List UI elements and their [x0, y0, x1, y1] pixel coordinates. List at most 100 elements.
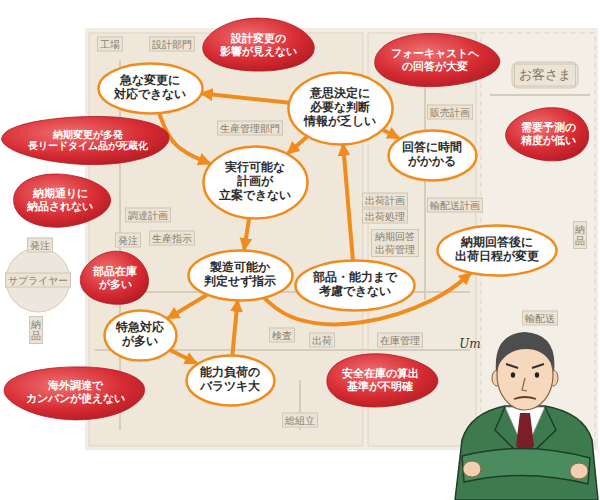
text-wrap: 納期回答後に 出荷日程が変更 — [454, 236, 540, 264]
flow-panel — [85, 28, 598, 450]
problem-callout: 設計変更の 影響が見えない — [202, 18, 315, 73]
cause-arrow — [202, 94, 287, 103]
problem-callout: 納期変更が多発 長リードタイム品が死蔵化 — [3, 115, 172, 165]
node-text: 部品在庫 が多い — [92, 265, 138, 290]
oval-outline — [296, 260, 415, 310]
process-label: 出荷 — [309, 333, 335, 348]
hair — [496, 332, 555, 372]
process-label: 調達計画 — [125, 208, 171, 223]
text-wrap: 能力負荷の バラツキ大 — [199, 366, 261, 394]
process-label: 在庫管理 — [377, 333, 423, 348]
text-wrap: 需要予測の 精度が低い — [520, 121, 577, 146]
blob-fill — [4, 366, 144, 419]
worried-man — [455, 332, 598, 500]
eye — [535, 372, 539, 378]
issue-oval: 特急対応 が多い — [103, 309, 178, 362]
issue-oval: 製造可能か 判定せず指示 — [187, 249, 294, 302]
process-label: 発注 — [115, 233, 141, 248]
problem-callout: 部品在庫 が多い — [80, 251, 150, 306]
node-text: 急な変更に 対応できない — [113, 74, 187, 102]
text-wrap: 海外調達で カンバンが使えない — [25, 379, 126, 404]
process-label: 販売計画 — [427, 105, 473, 120]
problem-callout: 需要予測の 精度が低い — [506, 107, 591, 162]
text-wrap: 納期通りに 納品されない — [26, 187, 94, 212]
oval-outline — [98, 63, 202, 113]
process-label: 発注 — [27, 238, 53, 253]
issue-oval: 能力負荷の バラツキ大 — [185, 354, 276, 407]
text-wrap: 急な変更に 対応できない — [113, 74, 187, 102]
problem-callout: 納期通りに 納品されない — [11, 173, 110, 228]
text-wrap: 部品在庫 が多い — [92, 265, 138, 290]
issue-oval: 納期回答後に 出荷日程が変更 — [436, 224, 558, 277]
oval-outline — [186, 355, 274, 405]
node-text: 設計変更の 影響が見えない — [219, 32, 298, 57]
nose — [522, 378, 527, 391]
supplier-circle — [6, 248, 70, 312]
oval-outline — [188, 250, 292, 300]
cause-arrow — [244, 219, 249, 248]
process-label: 工場 — [97, 37, 123, 52]
eyebrows — [506, 364, 544, 368]
text-wrap: 実行可能な 計画が 立案できない — [218, 161, 292, 202]
process-label: お客さま — [514, 64, 576, 87]
hand — [463, 461, 481, 477]
issue-oval: 回答に時間 がかかる — [387, 129, 478, 182]
process-label: 出荷計画 — [362, 193, 408, 208]
issue-oval: 部品・能力まで 考慮できない — [294, 259, 416, 312]
node-text: 部品・能力まで 考慮できない — [312, 271, 398, 299]
node-text: 意思決定に 必要な判断 情報が乏しい — [303, 87, 377, 128]
blob-fill — [505, 107, 588, 160]
text-wrap: 安全在庫の算出 基準が不明確 — [341, 367, 420, 392]
cause-arrow — [343, 145, 353, 258]
faded-flow-lines — [95, 60, 590, 430]
node-text: 安全在庫の算出 基準が不明確 — [341, 367, 420, 392]
oval-outline — [288, 72, 392, 144]
issue-oval: 意思決定に 必要な判断 情報が乏しい — [287, 71, 394, 146]
node-text: フォーキャストへ の回答が大変 — [390, 47, 480, 72]
oval-outline — [388, 130, 476, 180]
node-text: 納期回答後に 出荷日程が変更 — [454, 236, 540, 264]
node-text: 回答に時間 がかかる — [401, 141, 463, 169]
node-text: 製造可能か 判定せず指示 — [203, 261, 277, 289]
node-text: 能力負荷の バラツキ大 — [199, 366, 261, 394]
node-text: 特急対応 が多い — [115, 321, 165, 349]
blob-fill — [202, 18, 313, 71]
speech-text: Um — [457, 337, 483, 353]
cause-arrow — [289, 137, 307, 153]
customer-box — [512, 62, 578, 88]
process-label: 輸配送 — [522, 311, 558, 326]
text-wrap: フォーキャストへ の回答が大変 — [390, 47, 480, 72]
crossed-arms — [462, 448, 590, 484]
process-label: 納品 — [573, 221, 587, 249]
jacket — [455, 406, 598, 500]
blob-fill — [374, 33, 499, 86]
problem-callout: 海外調達で カンバンが使えない — [4, 365, 146, 420]
eye — [511, 372, 515, 378]
text-wrap: 納期変更が多発 長リードタイム品が死蔵化 — [27, 129, 149, 152]
oval-outline — [438, 225, 557, 275]
hand — [570, 463, 588, 479]
node-text: 需要予測の 精度が低い — [520, 121, 577, 146]
process-label: 設計部門 — [149, 37, 195, 52]
process-label: サプライヤー — [5, 273, 71, 288]
process-label: 生産管理部門 — [217, 121, 283, 136]
blob-fill — [13, 174, 110, 227]
text-wrap: 特急対応 が多い — [115, 321, 165, 349]
oval-outline — [104, 310, 176, 360]
cause-arrow — [383, 130, 398, 137]
node-text: 海外調達で カンバンが使えない — [25, 379, 126, 404]
blob-fill — [80, 251, 148, 304]
faded-line — [490, 94, 590, 96]
node-text: 納期変更が多発 長リードタイム品が死蔵化 — [27, 129, 149, 152]
cause-arrow — [233, 301, 238, 353]
text-wrap: 回答に時間 がかかる — [401, 141, 463, 169]
text-wrap: 設計変更の 影響が見えない — [219, 32, 298, 57]
text-wrap: 意思決定に 必要な判断 情報が乏しい — [303, 87, 377, 128]
process-label: 納期回答 出荷管理 — [371, 229, 419, 257]
problem-callout: フォーキャストへ の回答が大変 — [372, 33, 499, 88]
process-label: 出荷処理 — [362, 209, 408, 224]
process-label: 納品 — [29, 316, 43, 344]
process-label: 輸配送計画 — [427, 198, 483, 213]
process-label: 生産指示 — [149, 231, 195, 246]
